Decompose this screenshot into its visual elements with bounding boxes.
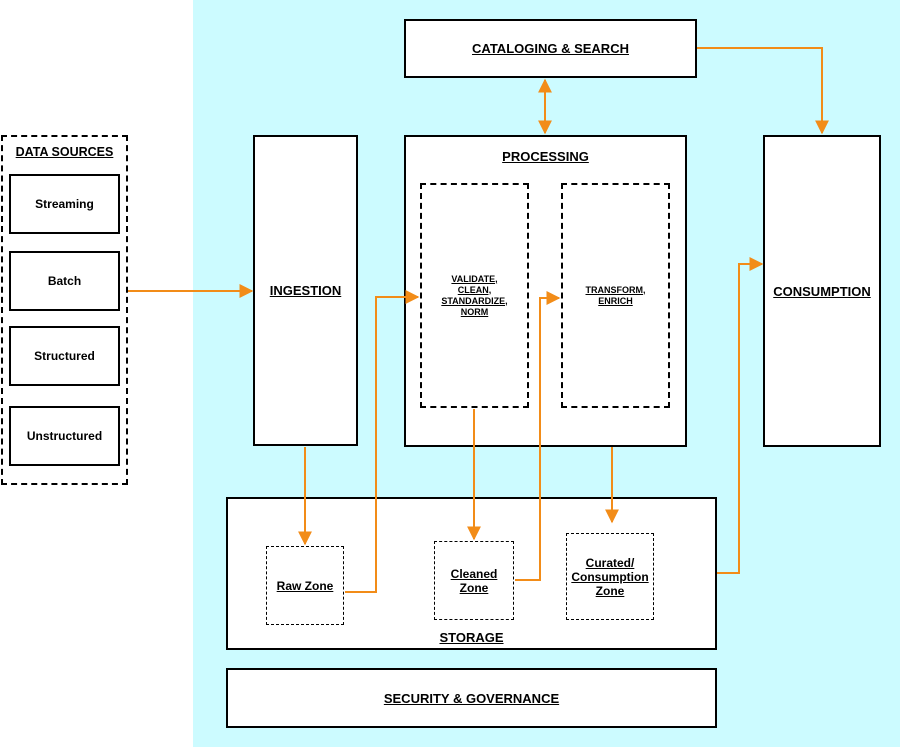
ingestion-box[interactable]: INGESTION — [253, 135, 358, 446]
processing-stage-validate[interactable]: VALIDATE, CLEAN, STANDARDIZE, NORM — [420, 183, 529, 408]
stage-line: STANDARDIZE, — [441, 295, 508, 306]
zone-label: Curated/ — [585, 555, 635, 570]
source-batch[interactable]: Batch — [9, 251, 120, 311]
storage-title: STORAGE — [439, 630, 504, 645]
security-label: SECURITY & GOVERNANCE — [383, 690, 560, 706]
cleaned-zone[interactable]: Cleaned Zone — [434, 541, 514, 620]
stage-line: NORM — [460, 306, 489, 317]
arrow-catalog-to-consumption — [697, 47, 829, 135]
security-governance-box[interactable]: SECURITY & GOVERNANCE — [226, 668, 717, 728]
source-label: Streaming — [35, 197, 94, 211]
processing-stage-transform[interactable]: TRANSFORM, ENRICH — [561, 183, 670, 408]
stage-line: CLEAN, — [457, 284, 492, 295]
zone-label: Zone — [595, 583, 625, 598]
stage-line: VALIDATE, — [451, 273, 498, 284]
curated-zone[interactable]: Curated/ Consumption Zone — [566, 533, 654, 620]
arrow-raw-to-validate — [345, 290, 420, 593]
zone-label: Raw Zone — [276, 578, 334, 593]
source-unstructured[interactable]: Unstructured — [9, 406, 120, 466]
stage-line: ENRICH — [598, 295, 633, 306]
arrow-storage-to-consumption — [717, 257, 764, 574]
source-streaming[interactable]: Streaming — [9, 174, 120, 234]
data-sources-title: DATA SOURCES — [15, 145, 114, 159]
cataloging-label: CATALOGING & SEARCH — [472, 41, 629, 56]
consumption-label: CONSUMPTION — [773, 283, 871, 299]
source-label: Batch — [47, 274, 82, 288]
source-label: Unstructured — [26, 429, 103, 443]
source-structured[interactable]: Structured — [9, 326, 120, 386]
cataloging-search-box[interactable]: CATALOGING & SEARCH — [404, 19, 697, 78]
source-label: Structured — [34, 349, 95, 363]
raw-zone[interactable]: Raw Zone — [266, 546, 344, 625]
stage-line: TRANSFORM, — [585, 284, 646, 295]
zone-label: Zone — [459, 580, 489, 595]
processing-title: PROCESSING — [502, 149, 589, 164]
zone-label: Consumption — [571, 569, 649, 584]
zone-label: Cleaned — [450, 566, 498, 581]
consumption-box[interactable]: CONSUMPTION — [763, 135, 881, 447]
arrow-cleaned-to-transform — [515, 291, 561, 581]
ingestion-label: INGESTION — [269, 283, 342, 298]
